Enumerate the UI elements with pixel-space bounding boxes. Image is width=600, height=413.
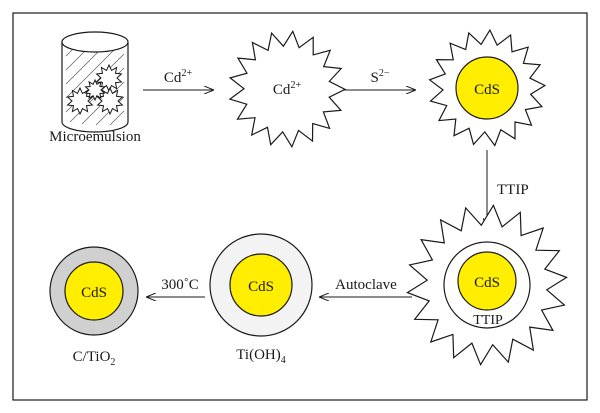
microemulsion-container [61, 31, 129, 133]
step3-label: TTIP [497, 182, 529, 198]
cds-core-4 [64, 261, 124, 321]
cds-core-2 [457, 251, 517, 311]
final-label: C/TiO2 [73, 349, 116, 368]
step2-label: S2− [371, 68, 390, 86]
cds-core-1 [455, 56, 519, 120]
droplet-cd [228, 29, 347, 149]
micelle-4 [84, 78, 106, 102]
tioh-label: Ti(OH)4 [236, 347, 285, 366]
cds-label-4: CdS [81, 285, 107, 301]
microemulsion-label: Microemulsion [49, 129, 141, 145]
cds-label-3: CdS [248, 279, 274, 295]
step1-label: Cd2+ [164, 68, 193, 86]
cds-label-2: CdS [474, 275, 500, 291]
cds-label-1: CdS [474, 82, 500, 98]
micelle-2 [66, 86, 94, 116]
step5-label: 300˚C [161, 277, 199, 293]
step4-label: Autoclave [335, 277, 397, 293]
micelle-droplets [66, 63, 124, 116]
droplet-cd-label: Cd2+ [273, 80, 302, 98]
ttip-shell-label: TTIP [473, 313, 503, 328]
micelle-3 [96, 86, 124, 116]
cds-core-3 [229, 253, 293, 317]
